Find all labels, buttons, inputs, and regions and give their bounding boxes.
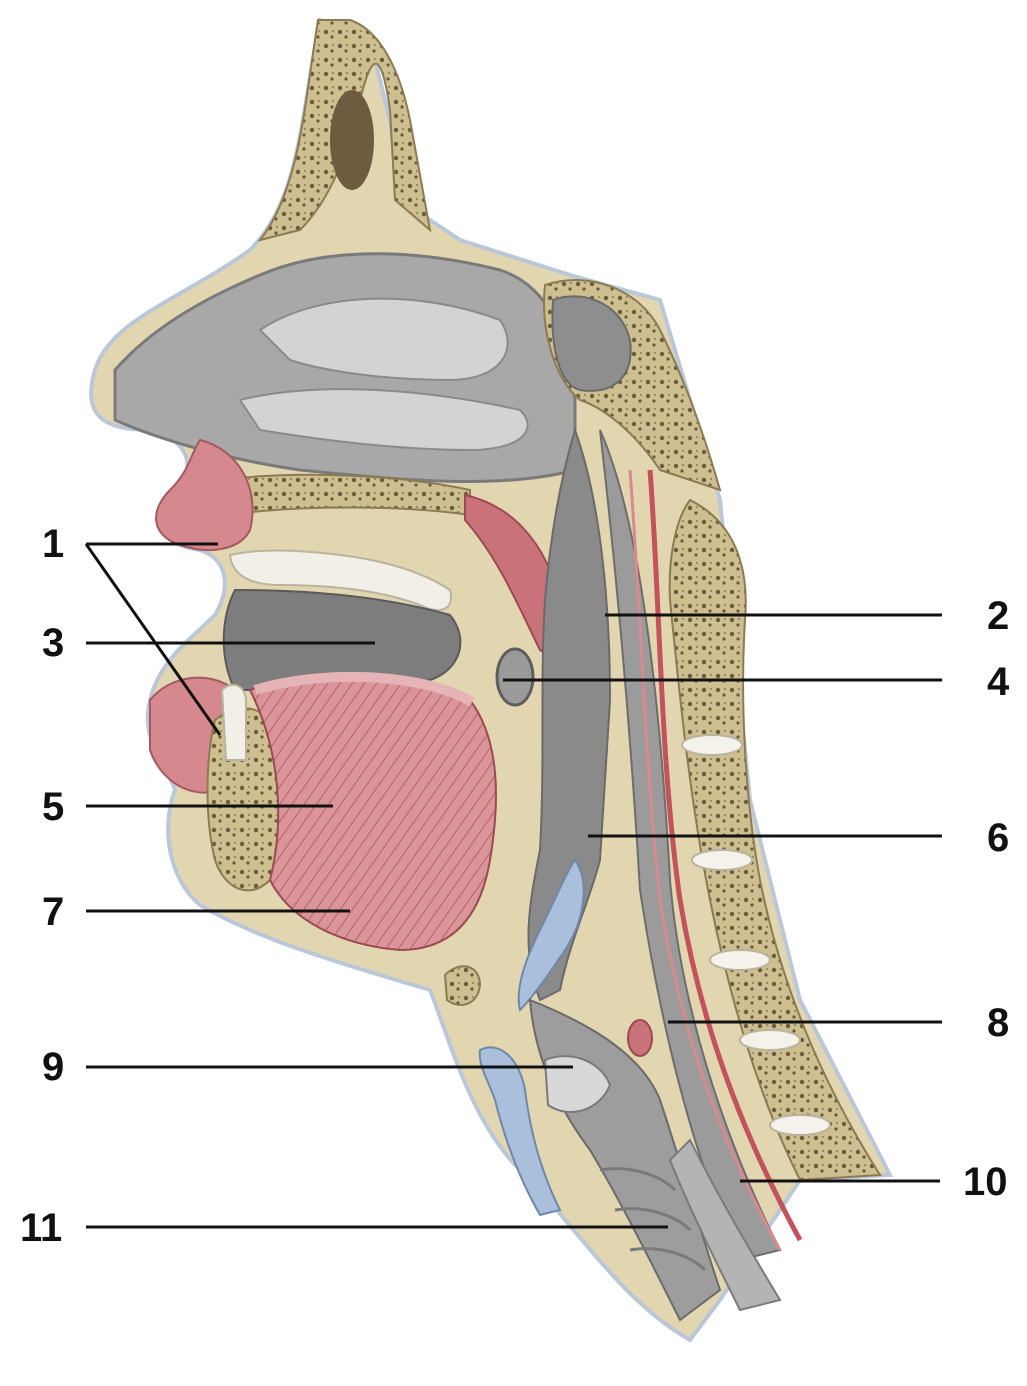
callout-label-6: 6 (987, 816, 1010, 860)
nasal-conchae (238, 297, 529, 452)
leader-lines (84, 542, 942, 1229)
posterior-pharyngeal-wall (599, 429, 782, 1262)
tongue-surface (253, 671, 475, 707)
arytenoid-cartilage (627, 1019, 653, 1057)
callout-label-2: 2 (987, 594, 1010, 638)
upper-lip (155, 438, 254, 551)
spinal-canal-line (628, 469, 782, 1251)
vertebral-artery-line (647, 469, 803, 1242)
thyroid-cartilage (478, 1046, 562, 1217)
leader-line-1b (84, 543, 222, 736)
frontal-sinus (330, 90, 374, 190)
epiglottis (517, 858, 585, 1012)
callout-label-1: 1 (42, 522, 65, 566)
callout-label-9: 9 (42, 1045, 65, 1089)
pharynx (527, 426, 612, 1002)
tracheal-rings (599, 1167, 707, 1272)
intervertebral-discs (681, 734, 831, 1136)
callout-label-10: 10 (963, 1160, 1008, 1204)
callout-label-7: 7 (42, 890, 65, 934)
hyoid-bone (443, 965, 482, 1006)
callout-label-3: 3 (42, 621, 65, 665)
sphenoid-sinus (551, 295, 632, 392)
cervical-spine (668, 498, 882, 1182)
callout-label-8: 8 (987, 1001, 1010, 1045)
callout-label-11: 11 (20, 1206, 63, 1250)
upper-teeth (228, 549, 452, 611)
callout-label-5: 5 (42, 785, 65, 829)
vocal-fold (543, 1055, 612, 1114)
tubal-elevation (495, 647, 535, 707)
esophagus (668, 1138, 782, 1312)
lower-incisor (220, 683, 247, 761)
callout-label-4: 4 (987, 660, 1010, 704)
oral-cavity (222, 588, 462, 692)
